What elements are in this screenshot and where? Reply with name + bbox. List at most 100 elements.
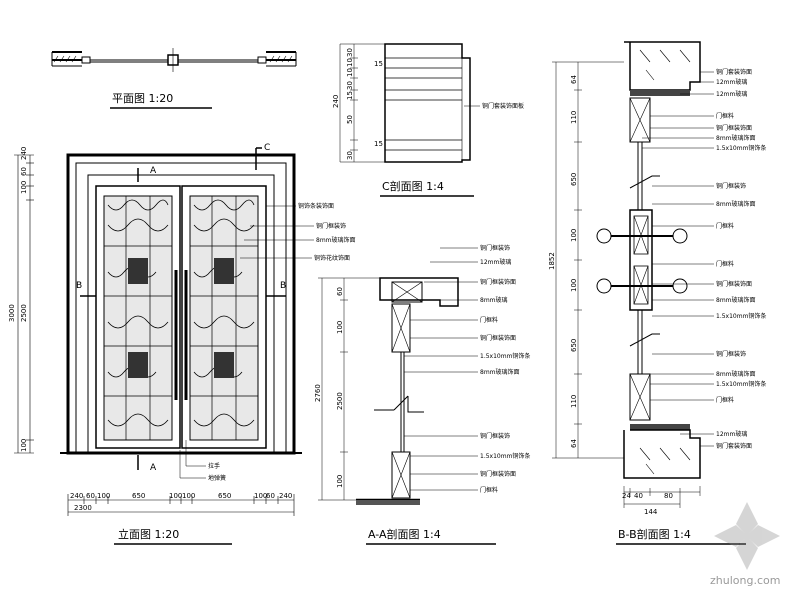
section-aa-dim: 100 <box>336 475 344 488</box>
section-bb-dim: 650 <box>570 173 578 186</box>
section-c-total: 240 <box>332 95 340 108</box>
section-aa-callout: 8mm玻璃 <box>480 296 508 304</box>
section-aa-dim: 60 <box>336 287 344 296</box>
section-bb-callout: 8mm玻璃饰面 <box>716 134 756 142</box>
section-aa-callout: 8mm玻璃饰面 <box>480 368 520 376</box>
front-elevation-view: A A B B C 铜饰条装饰面 铜门框装饰 8mm玻璃饰面 铜饰花纹饰面 拉手… <box>8 143 356 545</box>
section-bb-callout: 门框料 <box>716 396 734 404</box>
section-mark-c: C <box>264 143 270 153</box>
door-leaf-left-pattern <box>103 195 173 441</box>
section-bb-dim: 100 <box>570 229 578 242</box>
section-aa-callout: 铜门框装饰面 <box>480 334 516 342</box>
elevation-callout: 铜饰花纹饰面 <box>314 254 350 262</box>
elev-dim-bottom: 100 <box>182 492 195 500</box>
handle-knobs <box>596 228 688 294</box>
elev-dim-bottom: 240 <box>70 492 83 500</box>
elev-dim-total-height: 3000 <box>8 304 16 322</box>
elev-dim-bottom: 650 <box>132 492 145 500</box>
section-c-callout: 铜门套装饰面板 <box>482 102 524 110</box>
section-bb-callout: 铜门框装饰面 <box>716 280 752 288</box>
section-bb-dim: 650 <box>570 339 578 352</box>
section-bb-callout: 门框料 <box>716 222 734 230</box>
section-bb-dim: 100 <box>570 279 578 292</box>
section-aa-dim: 2500 <box>336 392 344 410</box>
section-c-dim: 30 <box>346 81 354 90</box>
elev-dim-bottom: 240 <box>279 492 292 500</box>
elev-dim-left: 60 <box>20 167 28 176</box>
elevation-callout: 地弹簧 <box>208 474 226 482</box>
section-bb-bottom-dim: 80 <box>664 492 673 500</box>
elevation-callout: 铜门框装饰 <box>316 222 346 230</box>
section-aa-callout: 门框料 <box>480 486 498 494</box>
section-aa-title: A-A剖面图 1:4 <box>368 527 441 541</box>
section-aa-view: 60 100 2500 100 2760 铜门框装饰 12mm玻璃 铜门框装饰面… <box>314 244 530 545</box>
section-c-dim: 30 <box>346 151 354 160</box>
section-bb-callout: 1.5x10mm铜饰条 <box>716 312 766 320</box>
section-bb-bottom-dim: 40 <box>634 492 643 500</box>
elev-dim-bottom: 650 <box>218 492 231 500</box>
elev-dim-left: 2500 <box>20 304 28 322</box>
elev-dim-bottom: 100 <box>169 492 182 500</box>
section-aa-total: 2760 <box>314 384 322 402</box>
section-bb-callout: 8mm玻璃饰面 <box>716 200 756 208</box>
section-bb-title: B-B剖面图 1:4 <box>618 527 691 541</box>
section-bb-callout: 门框料 <box>716 260 734 268</box>
section-bb-callout: 铜门框装饰 <box>716 182 746 190</box>
elev-dim-bottom: 60 <box>86 492 95 500</box>
section-aa-dim: 100 <box>336 321 344 334</box>
section-bb-callout: 铜门框装饰面 <box>716 124 752 132</box>
section-aa-callout: 1.5x10mm铜饰条 <box>480 452 530 460</box>
elev-dim-left: 100 <box>20 439 28 452</box>
watermark-text: zhulong.com <box>710 574 780 587</box>
section-bb-total: 1852 <box>548 252 556 270</box>
section-bb-callout: 铜门套装饰面 <box>716 442 752 450</box>
section-c-dim: 15 <box>346 91 354 100</box>
section-bb-dim: 110 <box>570 111 578 124</box>
elev-dim-left: 240 <box>20 147 28 160</box>
section-aa-callout: 1.5x10mm铜饰条 <box>480 352 530 360</box>
section-c-dim: 30 <box>346 48 354 57</box>
section-bb-callout: 8mm玻璃饰面 <box>716 296 756 304</box>
section-aa-callout: 铜门框装饰 <box>480 432 510 440</box>
elev-dim-total-width: 2300 <box>74 504 92 512</box>
section-bb-callout: 8mm玻璃饰面 <box>716 370 756 378</box>
elevation-title: 立面图 1:20 <box>118 527 179 541</box>
top-plan-view: 平面图 1:20 <box>51 48 297 109</box>
section-bb-callout: 铜门框装饰 <box>716 350 746 358</box>
section-bb-bottom-dim: 24 <box>622 492 631 500</box>
elev-dim-bottom: 60 <box>266 492 275 500</box>
section-mark-b-right: B <box>280 281 286 291</box>
section-bb-callout: 1.5x10mm铜饰条 <box>716 380 766 388</box>
elevation-callout: 8mm玻璃饰面 <box>316 236 356 244</box>
section-c-title: C剖面图 1:4 <box>382 179 444 193</box>
elevation-callout: 拉手 <box>208 462 220 470</box>
section-aa-callout: 12mm玻璃 <box>480 258 511 266</box>
section-c-dim: 10 <box>346 58 354 67</box>
section-bb-callout: 门框料 <box>716 112 734 120</box>
section-c-dim: 50 <box>346 115 354 124</box>
section-bb-dim: 64 <box>570 75 578 84</box>
section-aa-callout: 门框料 <box>480 316 498 324</box>
section-bb-callout: 1.5x10mm铜饰条 <box>716 144 766 152</box>
section-c-dim: 15 <box>374 140 383 148</box>
section-c-dim: 10 <box>346 68 354 77</box>
section-mark-a-bottom: A <box>150 463 157 473</box>
section-bb-view: 64 110 650 100 100 650 110 64 1852 24 40… <box>548 41 766 545</box>
section-aa-callout: 铜门框装饰面 <box>480 278 516 286</box>
section-bb-bottom-dim: 144 <box>644 508 658 516</box>
section-bb-callout: 12mm玻璃 <box>716 90 747 98</box>
section-bb-callout: 铜门套装饰面 <box>716 68 752 76</box>
top-plan-title: 平面图 1:20 <box>112 92 173 105</box>
watermark-leaf-icon <box>714 502 780 570</box>
section-mark-b-left: B <box>76 281 82 291</box>
section-aa-callout: 铜门框装饰 <box>480 244 510 252</box>
section-bb-dim: 110 <box>570 395 578 408</box>
section-bb-callout: 12mm玻璃 <box>716 78 747 86</box>
section-bb-callout: 12mm玻璃 <box>716 430 747 438</box>
elev-dim-bottom: 100 <box>97 492 110 500</box>
door-leaf-right-pattern <box>189 195 259 441</box>
section-bb-dim: 64 <box>570 439 578 448</box>
section-c-dim: 15 <box>374 60 383 68</box>
section-mark-a-top: A <box>150 166 157 176</box>
